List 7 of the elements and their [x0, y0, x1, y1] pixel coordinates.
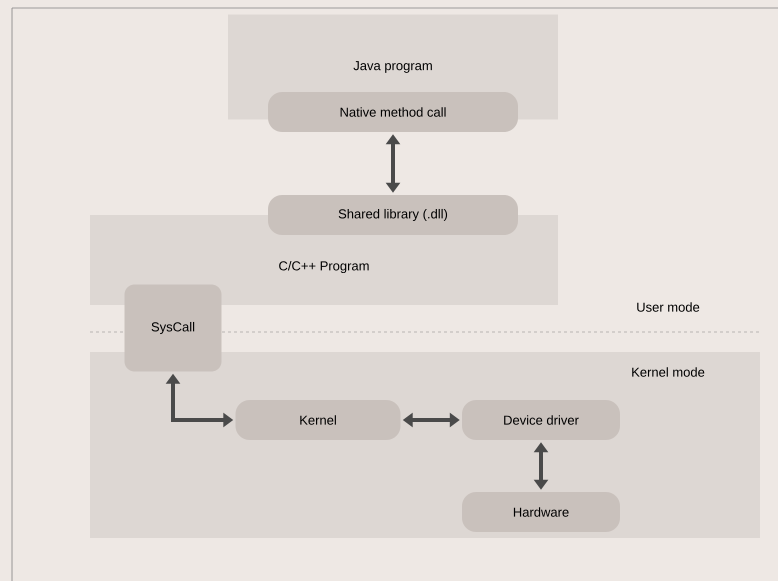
process-pill: Kernel: [236, 400, 400, 440]
process-pill: Device driver: [462, 400, 620, 440]
process-pill: Shared library (.dll): [268, 195, 518, 235]
process-pill: Native method call: [268, 92, 518, 132]
process-pill: Hardware: [462, 492, 620, 532]
process-box: SysCall: [124, 284, 222, 372]
mode-label: User mode: [637, 302, 700, 312]
